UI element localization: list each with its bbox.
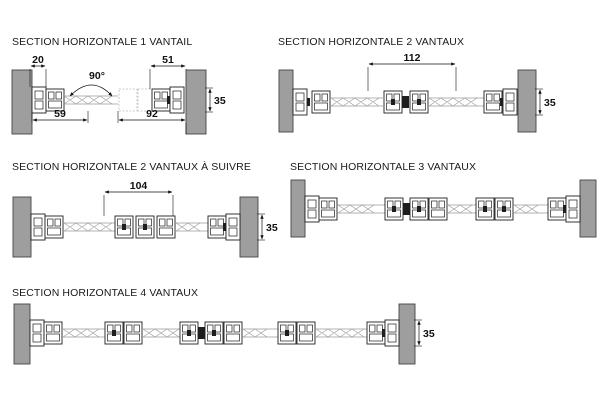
sash-profile bbox=[123, 321, 143, 345]
dimension-51: 51 bbox=[149, 54, 187, 89]
frame-profile bbox=[563, 195, 581, 223]
sash-profile bbox=[151, 88, 171, 112]
glazing-band bbox=[428, 97, 484, 107]
dimension-20: 20 bbox=[29, 54, 47, 87]
wall-block bbox=[579, 179, 597, 238]
dimension-label: 112 bbox=[404, 52, 421, 64]
center-post bbox=[198, 327, 205, 339]
sash-profile bbox=[156, 215, 176, 239]
title-section-4-vantaux: SECTION HORIZONTALE 4 VANTAUX bbox=[12, 287, 199, 299]
section-1-vantail-drawing: 90° 20 51 59 92 35 bbox=[11, 54, 226, 135]
wall-block bbox=[185, 69, 207, 135]
dimension-label: 59 bbox=[54, 108, 66, 120]
dimension-label: 35 bbox=[423, 328, 435, 340]
sash-profile bbox=[223, 321, 243, 345]
dimension-label: 92 bbox=[146, 108, 158, 120]
frame-profile bbox=[500, 88, 518, 116]
sash-profile bbox=[207, 215, 227, 239]
glazing-band bbox=[62, 328, 105, 338]
sash-profile bbox=[409, 197, 429, 221]
sash-profile bbox=[428, 197, 448, 221]
dimension-35: 35 bbox=[205, 87, 226, 113]
title-section-3-vantaux: SECTION HORIZONTALE 3 VANTAUX bbox=[290, 161, 477, 173]
sash-profile bbox=[44, 215, 64, 239]
glazing-band bbox=[337, 204, 385, 214]
wall-block bbox=[290, 179, 306, 238]
sash-profile bbox=[104, 321, 124, 345]
dimension-35: 35 bbox=[535, 88, 556, 116]
dimension-label: 35 bbox=[266, 222, 278, 234]
dimension-label: 104 bbox=[130, 180, 148, 192]
opening-angle-arc: 90° bbox=[69, 70, 113, 97]
sash-profile bbox=[311, 90, 331, 114]
glazing-band bbox=[142, 328, 180, 338]
angle-label: 90° bbox=[89, 70, 105, 82]
wall-block bbox=[278, 69, 294, 133]
glazing-band bbox=[330, 97, 383, 107]
dimension-104: 104 bbox=[103, 180, 174, 216]
frame-profile bbox=[31, 86, 49, 114]
section-4-vantaux-drawing: 35 bbox=[13, 303, 435, 365]
dimension-112: 112 bbox=[367, 52, 457, 91]
sash-profile bbox=[384, 197, 404, 221]
section-2-vantaux-drawing: 112 35 bbox=[278, 52, 556, 133]
sash-profile bbox=[45, 88, 65, 112]
dimension-label: 35 bbox=[214, 95, 226, 107]
sash-profile bbox=[135, 215, 155, 239]
title-section-1-vantail: SECTION HORIZONTALE 1 VANTAIL bbox=[12, 36, 193, 48]
center-post bbox=[402, 96, 409, 108]
sash-profile bbox=[204, 321, 224, 345]
sash-profile bbox=[483, 90, 503, 114]
frame-profile bbox=[167, 86, 185, 114]
glazing-band bbox=[315, 328, 367, 338]
center-post bbox=[403, 203, 410, 215]
frame-profile bbox=[292, 88, 310, 116]
frame-profile bbox=[304, 195, 322, 223]
frame-profile bbox=[223, 213, 241, 241]
dimension-label: 35 bbox=[544, 97, 556, 109]
glazing-band bbox=[175, 222, 208, 232]
sash-profile bbox=[179, 321, 199, 345]
dimension-59: 59 bbox=[31, 108, 89, 123]
dimension-92: 92 bbox=[117, 108, 187, 134]
wall-block bbox=[517, 69, 537, 133]
glazing-band bbox=[513, 204, 548, 214]
sash-profile bbox=[409, 90, 429, 114]
frame-profile bbox=[29, 319, 47, 347]
wall-block bbox=[398, 303, 416, 365]
sash-profile bbox=[43, 321, 63, 345]
dimension-35: 35 bbox=[257, 213, 278, 241]
frame-profile bbox=[382, 319, 400, 347]
glazing-band bbox=[242, 328, 278, 338]
section-3-vantaux-drawing bbox=[290, 179, 597, 238]
wall-block bbox=[11, 69, 33, 135]
sash-profile bbox=[494, 197, 514, 221]
sash-profile bbox=[366, 321, 386, 345]
sash-profile bbox=[296, 321, 316, 345]
open-sash-ghost bbox=[118, 88, 153, 112]
wall-block bbox=[13, 303, 31, 365]
wall-block bbox=[12, 196, 32, 258]
dimension-label: 51 bbox=[162, 54, 174, 66]
sash-profile bbox=[318, 197, 338, 221]
dimension-label: 20 bbox=[32, 54, 44, 66]
sash-profile bbox=[475, 197, 495, 221]
title-section-2-vantaux: SECTION HORIZONTALE 2 VANTAUX bbox=[278, 36, 465, 48]
sash-profile bbox=[383, 90, 403, 114]
glazing-band bbox=[447, 204, 476, 214]
sash-profile bbox=[547, 197, 567, 221]
dimension-35: 35 bbox=[414, 319, 435, 347]
section-2-vantaux-a-suivre-drawing: 104 35 bbox=[12, 180, 278, 258]
sash-profile bbox=[277, 321, 297, 345]
wall-block bbox=[239, 196, 259, 258]
glazing-band bbox=[63, 222, 115, 232]
glazing-band bbox=[63, 95, 118, 105]
title-section-2-vantaux-a-suivre: SECTION HORIZONTALE 2 VANTAUX À SUIVRE bbox=[12, 161, 251, 173]
sash-profile bbox=[114, 215, 134, 239]
